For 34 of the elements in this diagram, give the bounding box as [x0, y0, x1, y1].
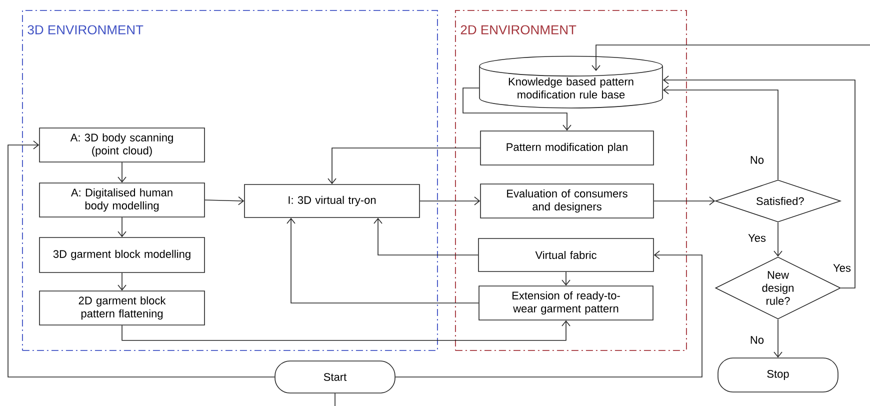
arrow [774, 222, 782, 257]
process-box: 3D garment block modelling [39, 237, 205, 273]
arrow [118, 162, 126, 183]
arrow [8, 140, 275, 378]
terminator: Stop [718, 358, 838, 392]
process-box: I: 3D virtual try-on [244, 184, 420, 218]
process-box: Extension of ready-to-wear garment pattern [478, 286, 654, 320]
arrow [592, 44, 870, 71]
arrow [374, 218, 478, 256]
process-box: 2D garment block pattern flattening [39, 290, 205, 326]
arrow [118, 216, 126, 238]
edge-label: No [748, 155, 766, 165]
edge-label: Yes [747, 233, 767, 243]
process-box: Evaluation of consumers and designers [480, 184, 654, 218]
process-box: Virtual fabric [478, 238, 654, 272]
arrow [204, 196, 244, 206]
process-box: A: Digitalised human body modelling [39, 182, 205, 218]
arrow [662, 76, 856, 288]
arrow [286, 218, 479, 304]
arrow [122, 320, 570, 341]
database-cylinder: Knowledge based pattern modification rule base [479, 56, 663, 108]
arrow [774, 319, 782, 358]
terminator: Start [274, 360, 396, 394]
arrow [562, 272, 570, 286]
arrow [395, 250, 702, 378]
process-box: A: 3D body scanning (point cloud) [39, 128, 205, 162]
arrow [420, 196, 480, 206]
edge-label: No [748, 335, 766, 345]
process-box: Pattern modification plan [480, 130, 654, 166]
arrow [462, 88, 572, 131]
arrow [118, 272, 126, 291]
arrow [328, 148, 480, 184]
arrow [662, 86, 778, 180]
arrow [654, 196, 716, 206]
